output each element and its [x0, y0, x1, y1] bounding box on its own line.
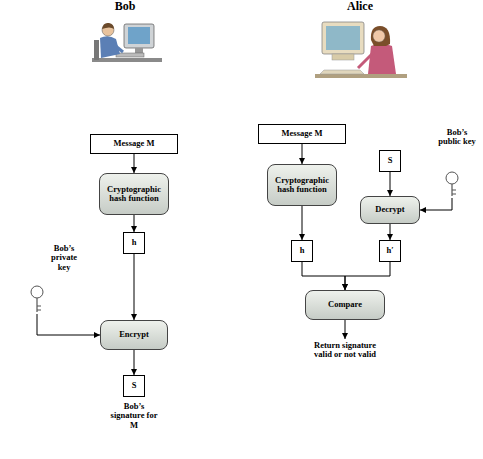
keyboard	[116, 53, 144, 57]
data-box: h′	[379, 240, 401, 262]
person-head	[102, 24, 114, 36]
party-heading: Alice	[330, 0, 390, 13]
node-text: Decrypt	[375, 205, 404, 214]
annotation: Bob’s public key	[437, 128, 477, 147]
flow-arrow	[134, 154, 135, 173]
process-box: Encrypt	[100, 320, 168, 350]
desk	[315, 74, 407, 78]
flow-arrow	[302, 144, 303, 164]
person-hair	[102, 23, 114, 29]
process-box: Cryptographic hash function	[99, 173, 169, 215]
node-text: Message M	[114, 139, 155, 148]
node-text: Compare	[328, 300, 362, 309]
key-shaft	[452, 184, 456, 196]
node-text: S	[132, 381, 137, 390]
connectors	[134, 144, 390, 375]
key-head	[446, 172, 458, 184]
flow-arrow	[390, 224, 391, 240]
annotation: Return signature valid or not valid	[309, 341, 381, 360]
process-box: Compare	[305, 290, 385, 320]
monitor	[124, 24, 154, 48]
computer-base	[332, 54, 354, 60]
bob-computer-illustration	[92, 23, 162, 62]
node-text: h′	[386, 246, 393, 255]
flow-arrow	[390, 172, 391, 196]
keyboard	[320, 70, 364, 74]
data-box: h	[123, 232, 145, 254]
node-text: Message M	[282, 129, 323, 138]
woman-head	[373, 30, 385, 42]
party-heading: Bob	[95, 0, 155, 13]
public-key-icon	[446, 172, 458, 196]
data-box: Message M	[90, 134, 178, 154]
person-arm	[112, 43, 123, 52]
node-text: Cryptographic hash function	[100, 185, 168, 204]
chair	[94, 40, 99, 60]
process-box: Decrypt	[360, 196, 420, 224]
data-box: S	[123, 375, 145, 397]
process-box: Cryptographic hash function	[267, 164, 337, 206]
node-text: S	[388, 156, 393, 165]
node-text: h	[132, 238, 137, 247]
monitor	[322, 22, 364, 54]
woman-body	[368, 44, 396, 75]
key-head	[31, 286, 43, 298]
annotation: Bob’s private key	[44, 244, 84, 272]
flow-arrow	[345, 262, 390, 290]
flow-arrow	[134, 254, 135, 320]
annotation: Bob’s signature for M	[110, 402, 158, 430]
data-box: S	[379, 150, 401, 172]
alice-computer-illustration	[315, 22, 407, 78]
data-box: h	[291, 240, 313, 262]
woman-arm	[358, 52, 374, 68]
private-key-icon	[31, 286, 43, 312]
flow-arrow	[302, 206, 303, 240]
result-arrow	[345, 320, 346, 339]
key-shaft	[37, 298, 41, 312]
desk	[92, 58, 162, 62]
data-box: Message M	[258, 124, 346, 144]
person-body	[100, 36, 120, 58]
screen	[128, 27, 150, 44]
key-arrow	[420, 198, 452, 210]
screen	[326, 26, 360, 50]
node-text: Cryptographic hash function	[268, 176, 336, 195]
flow-arrow	[134, 350, 135, 375]
node-text: Encrypt	[119, 330, 149, 339]
node-text: h	[300, 246, 305, 255]
woman-hair	[371, 26, 390, 46]
flow-arrow	[302, 262, 345, 290]
monitor-stand	[135, 48, 143, 53]
key-arrow	[37, 314, 100, 335]
flow-arrow	[134, 215, 135, 232]
